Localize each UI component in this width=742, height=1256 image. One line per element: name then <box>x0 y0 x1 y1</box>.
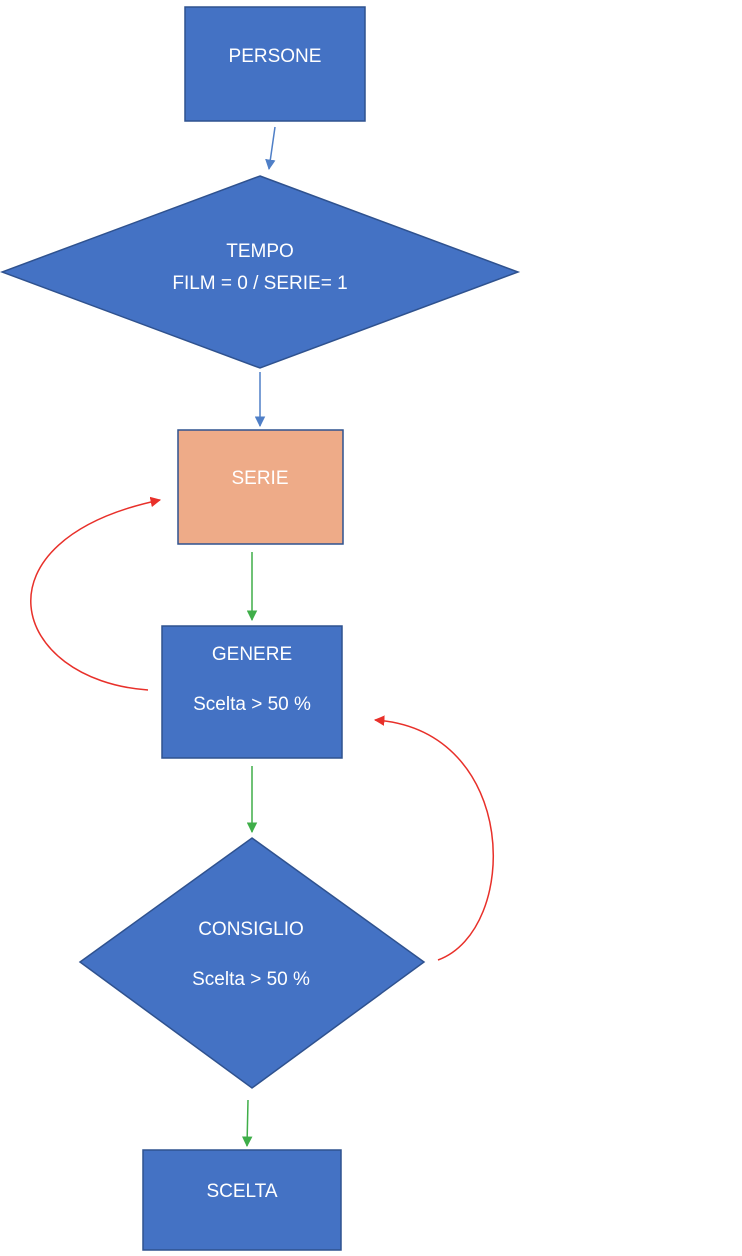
node-tempo-title: TEMPO <box>226 241 294 262</box>
node-tempo-subtitle: FILM = 0 / SERIE= 1 <box>172 273 347 294</box>
node-scelta-label: SCELTA <box>206 1181 277 1202</box>
node-consiglio-condition: Scelta > 50 % <box>192 969 310 990</box>
edge-persone-tempo <box>265 126 276 171</box>
node-persone: PERSONE <box>184 6 366 122</box>
edge-consiglio-genere-loop <box>373 715 495 961</box>
node-persone-label: PERSONE <box>229 46 322 67</box>
node-genere-title: GENERE <box>212 644 292 665</box>
node-scelta: SCELTA <box>142 1149 342 1251</box>
node-consiglio-title: CONSIGLIO <box>198 919 304 940</box>
node-genere-condition: Scelta > 50 % <box>193 694 311 715</box>
edge-genere-serie-loop <box>30 496 162 691</box>
node-serie-label: SERIE <box>231 468 288 489</box>
node-genere: GENERE Scelta > 50 % <box>161 625 343 759</box>
node-tempo: TEMPO FILM = 0 / SERIE= 1 <box>0 175 521 369</box>
node-serie: SERIE <box>177 429 344 545</box>
edge-consiglio-scelta <box>241 1099 253 1148</box>
node-consiglio: CONSIGLIO Scelta > 50 % <box>78 837 426 1089</box>
